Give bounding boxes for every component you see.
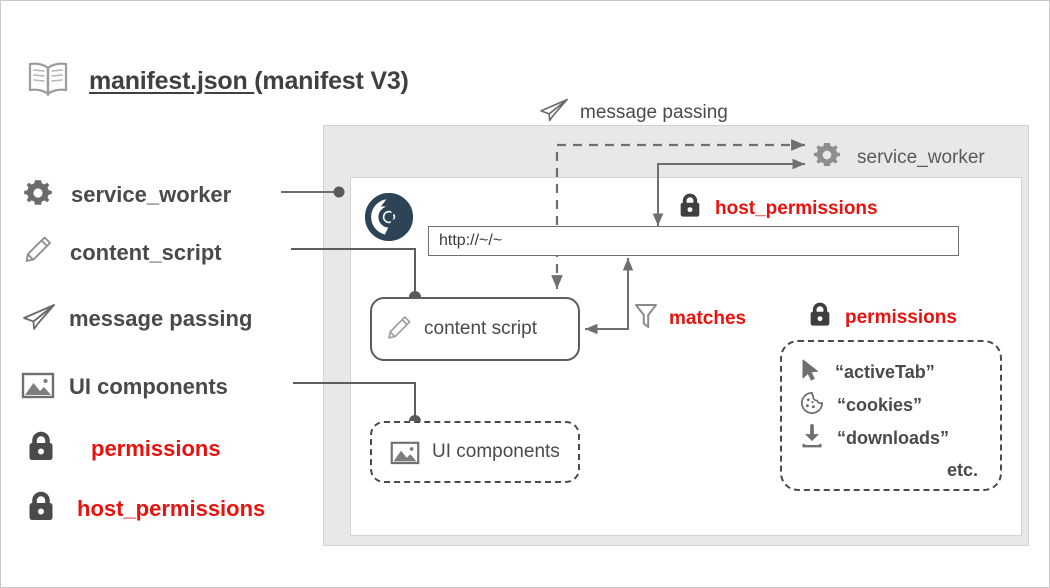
download-icon (800, 424, 824, 453)
host-permissions-node: host_permissions (677, 191, 878, 226)
content-script-box[interactable]: content script (370, 297, 580, 361)
service-worker-node: service_worker (811, 139, 985, 176)
paper-plane-icon (538, 97, 570, 128)
permissions-node: permissions (807, 300, 957, 335)
legend-label: message passing (69, 306, 253, 331)
funnel-icon (633, 300, 659, 337)
permissions-list-box: “activeTab” “cookies” (780, 340, 1002, 491)
chrome-logo-icon (364, 192, 414, 246)
legend-item-ui-components: UI components (21, 367, 228, 407)
permission-label: “activeTab” (835, 362, 935, 382)
legend-item-service-worker: service_worker (21, 175, 231, 215)
url-text[interactable]: http://~/~ (439, 232, 503, 249)
page-title-text: manifest.json (manifest V3) (89, 67, 409, 96)
legend-item-host-permissions: host_permissions (21, 489, 265, 529)
image-icon (390, 439, 420, 466)
permissions-label: permissions (845, 306, 957, 328)
cursor-icon (800, 358, 822, 387)
pencil-icon (386, 314, 414, 344)
image-icon (21, 370, 55, 405)
pencil-icon (24, 234, 54, 273)
manifest-version: (manifest V3) (254, 67, 409, 95)
permission-item-activetab: “activeTab” (782, 356, 1000, 389)
permissions-etc-label: etc. (946, 460, 978, 480)
permission-label: “downloads” (837, 428, 949, 448)
message-passing-legend-top: message passing (538, 97, 728, 128)
lock-icon (677, 191, 703, 226)
matches-label: matches (669, 307, 747, 329)
permission-item-downloads: “downloads” (782, 422, 1000, 455)
url-bar[interactable]: http://~/~ (428, 226, 959, 256)
legend-label: content_script (70, 240, 222, 265)
paper-plane-icon (21, 302, 57, 337)
message-passing-label: message passing (580, 101, 728, 123)
ui-components-label: UI components (432, 441, 560, 462)
legend-label: UI components (69, 374, 228, 399)
lock-icon (25, 489, 57, 530)
legend-label: permissions (91, 436, 221, 461)
gear-icon (21, 176, 55, 215)
page-title: manifest.json (manifest V3) (23, 59, 409, 104)
permission-item-cookies: “cookies” (782, 389, 1000, 422)
legend-label: service_worker (71, 182, 232, 207)
matches-node: matches (633, 300, 746, 337)
ui-components-box[interactable]: UI components (370, 421, 580, 483)
lock-icon (25, 429, 57, 470)
permission-label: “cookies” (837, 395, 923, 415)
book-icon (23, 59, 73, 104)
legend-item-permissions: permissions (21, 429, 221, 469)
cookie-icon (800, 391, 824, 420)
manifest-filename: manifest.json (89, 67, 255, 95)
host-permissions-label: host_permissions (715, 197, 878, 219)
gear-icon (811, 139, 843, 176)
content-script-label: content script (424, 318, 537, 339)
legend-item-content-script: content_script (21, 233, 222, 273)
legend-label: host_permissions (77, 496, 266, 521)
service-worker-label: service_worker (857, 146, 985, 168)
legend-item-message-passing: message passing (21, 299, 252, 339)
lock-icon (807, 300, 833, 335)
